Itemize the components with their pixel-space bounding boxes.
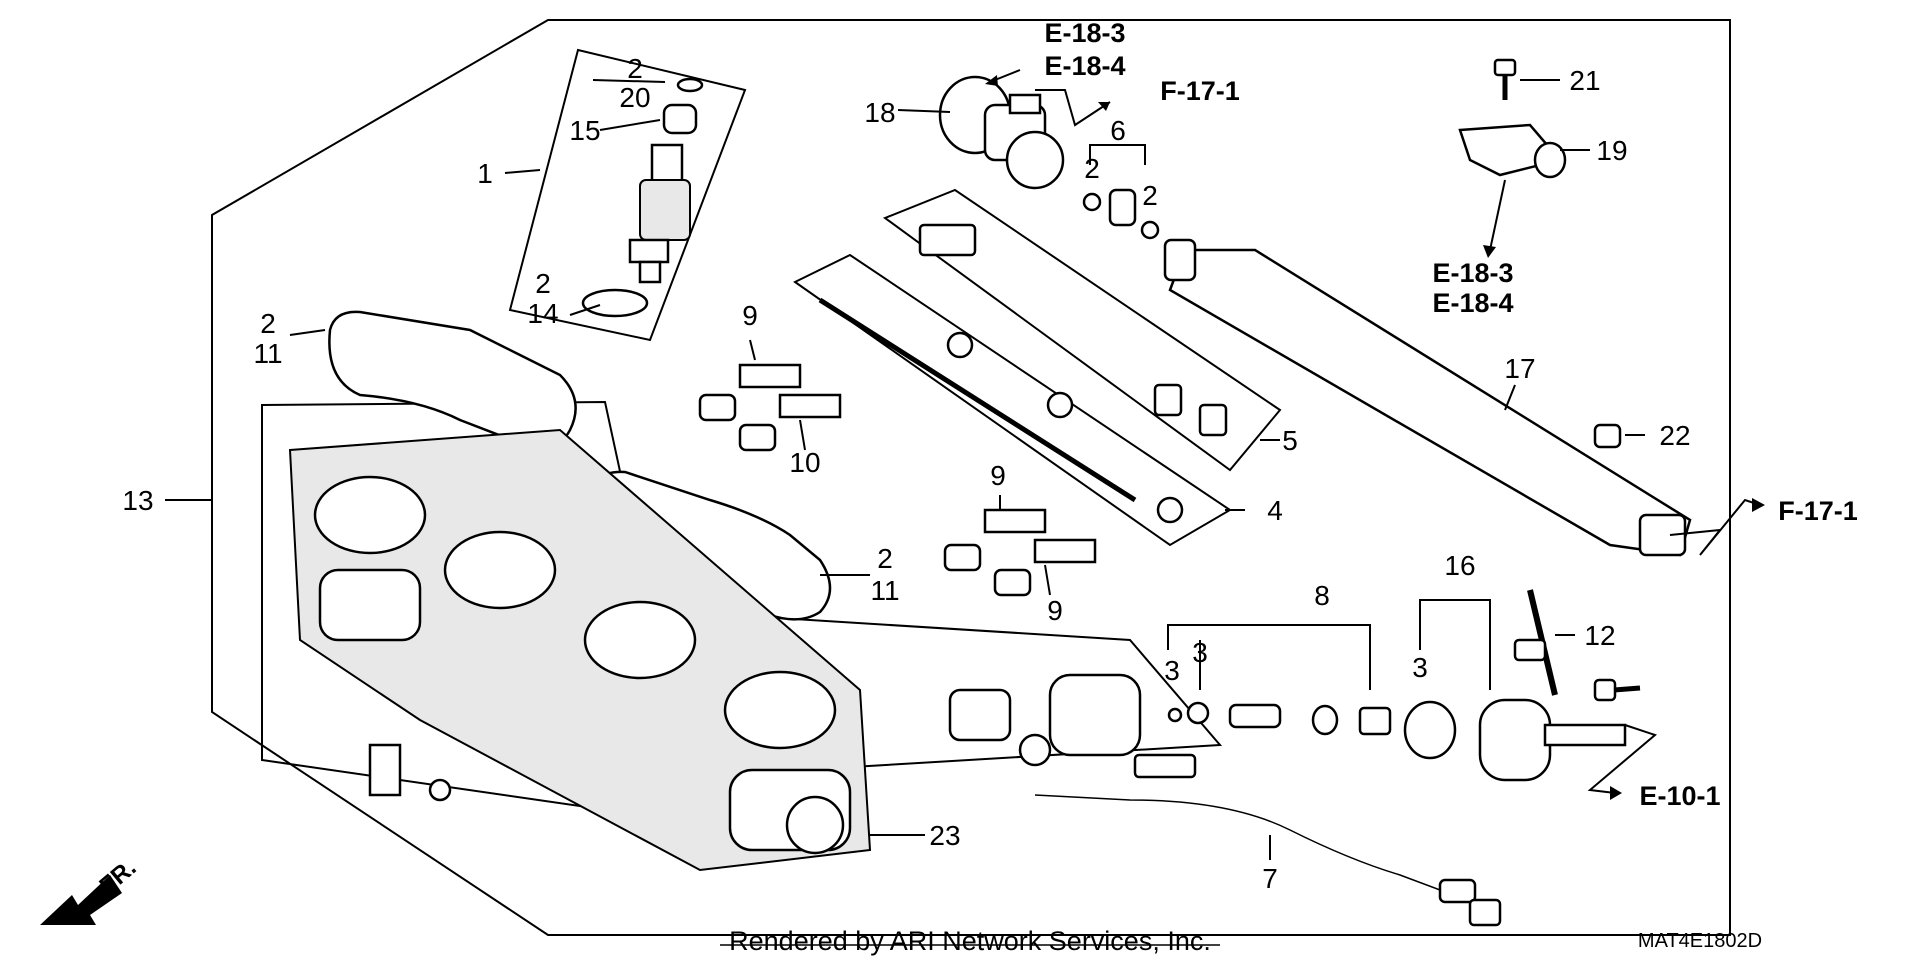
ref-e-18-4-right: E-18-4 (1432, 288, 1513, 318)
callout-20: 20 (619, 82, 650, 113)
fuel-rail (1163, 238, 1692, 557)
callout-21: 21 (1569, 65, 1600, 96)
callout-5: 5 (1282, 425, 1298, 456)
callout-3: 3 (1192, 637, 1208, 668)
callout-2: 2 (627, 53, 643, 84)
callout-6: 6 (1110, 115, 1126, 146)
rail-group-panel-5 (882, 188, 1282, 472)
leader-lines (165, 79, 1645, 860)
reference-arrows (985, 69, 1765, 800)
sensor (1458, 123, 1567, 179)
callout-2: 2 (1084, 153, 1100, 184)
callout-11: 11 (253, 338, 282, 369)
callout-3: 3 (1164, 655, 1180, 686)
throttle-cable (1034, 794, 1441, 891)
callout-8: 8 (1314, 580, 1330, 611)
callout-7: 7 (1262, 863, 1278, 894)
callout-1: 1 (477, 158, 493, 189)
spring-screws (698, 363, 1097, 597)
callout-9: 9 (990, 460, 1006, 491)
throttle-body (288, 428, 872, 872)
seal-group-bracket (1167, 624, 1371, 690)
rail-washer (1156, 496, 1184, 524)
ref-e-18-4-top: E-18-4 (1044, 51, 1125, 81)
ref-e-18-3-right: E-18-3 (1432, 258, 1513, 288)
callout-2: 2 (877, 543, 893, 574)
callout-3: 3 (1412, 652, 1428, 683)
ref-f-17-1-top: F-17-1 (1160, 76, 1240, 106)
callout-18: 18 (864, 97, 895, 128)
callout-2: 2 (260, 308, 276, 339)
bracket-6 (1089, 144, 1146, 165)
credit-text: Rendered by ARI Network Services, Inc. (729, 926, 1211, 956)
ref-e-10-1: E-10-1 (1639, 781, 1720, 811)
ref-f-17-1-right: F-17-1 (1778, 496, 1858, 526)
callout-4: 4 (1267, 495, 1283, 526)
regulator-housing (948, 673, 1197, 779)
gasket-upper (328, 310, 577, 449)
pressure-regulator (938, 75, 1065, 190)
callout-9: 9 (742, 300, 758, 331)
assembly-frame (211, 19, 1731, 936)
callout-2: 2 (535, 268, 551, 299)
bracket-16 (1419, 599, 1491, 690)
callout-13: 13 (122, 485, 153, 516)
injector-group-bracket (508, 48, 747, 342)
front-direction-arrow (40, 875, 122, 925)
rail-bracket (918, 223, 977, 257)
callout-17: 17 (1504, 353, 1535, 384)
diagram-code: MAT4E1802D (1638, 930, 1762, 952)
callout-11: 11 (870, 575, 899, 606)
callout-16: 16 (1444, 550, 1475, 581)
callout-9: 9 (1047, 595, 1063, 626)
rail-rod (818, 297, 1137, 503)
callout-15: 15 (569, 115, 600, 146)
callout-22: 22 (1659, 420, 1690, 451)
fuel-injector (581, 77, 704, 318)
callout-2: 2 (1142, 180, 1158, 211)
callout-10: 10 (789, 447, 820, 478)
callout-14: 14 (527, 298, 558, 329)
callout-12: 12 (1584, 620, 1615, 651)
callout-19: 19 (1596, 135, 1627, 166)
callout-23: 23 (929, 820, 960, 851)
ref-e-18-3-top: E-18-3 (1044, 18, 1125, 48)
